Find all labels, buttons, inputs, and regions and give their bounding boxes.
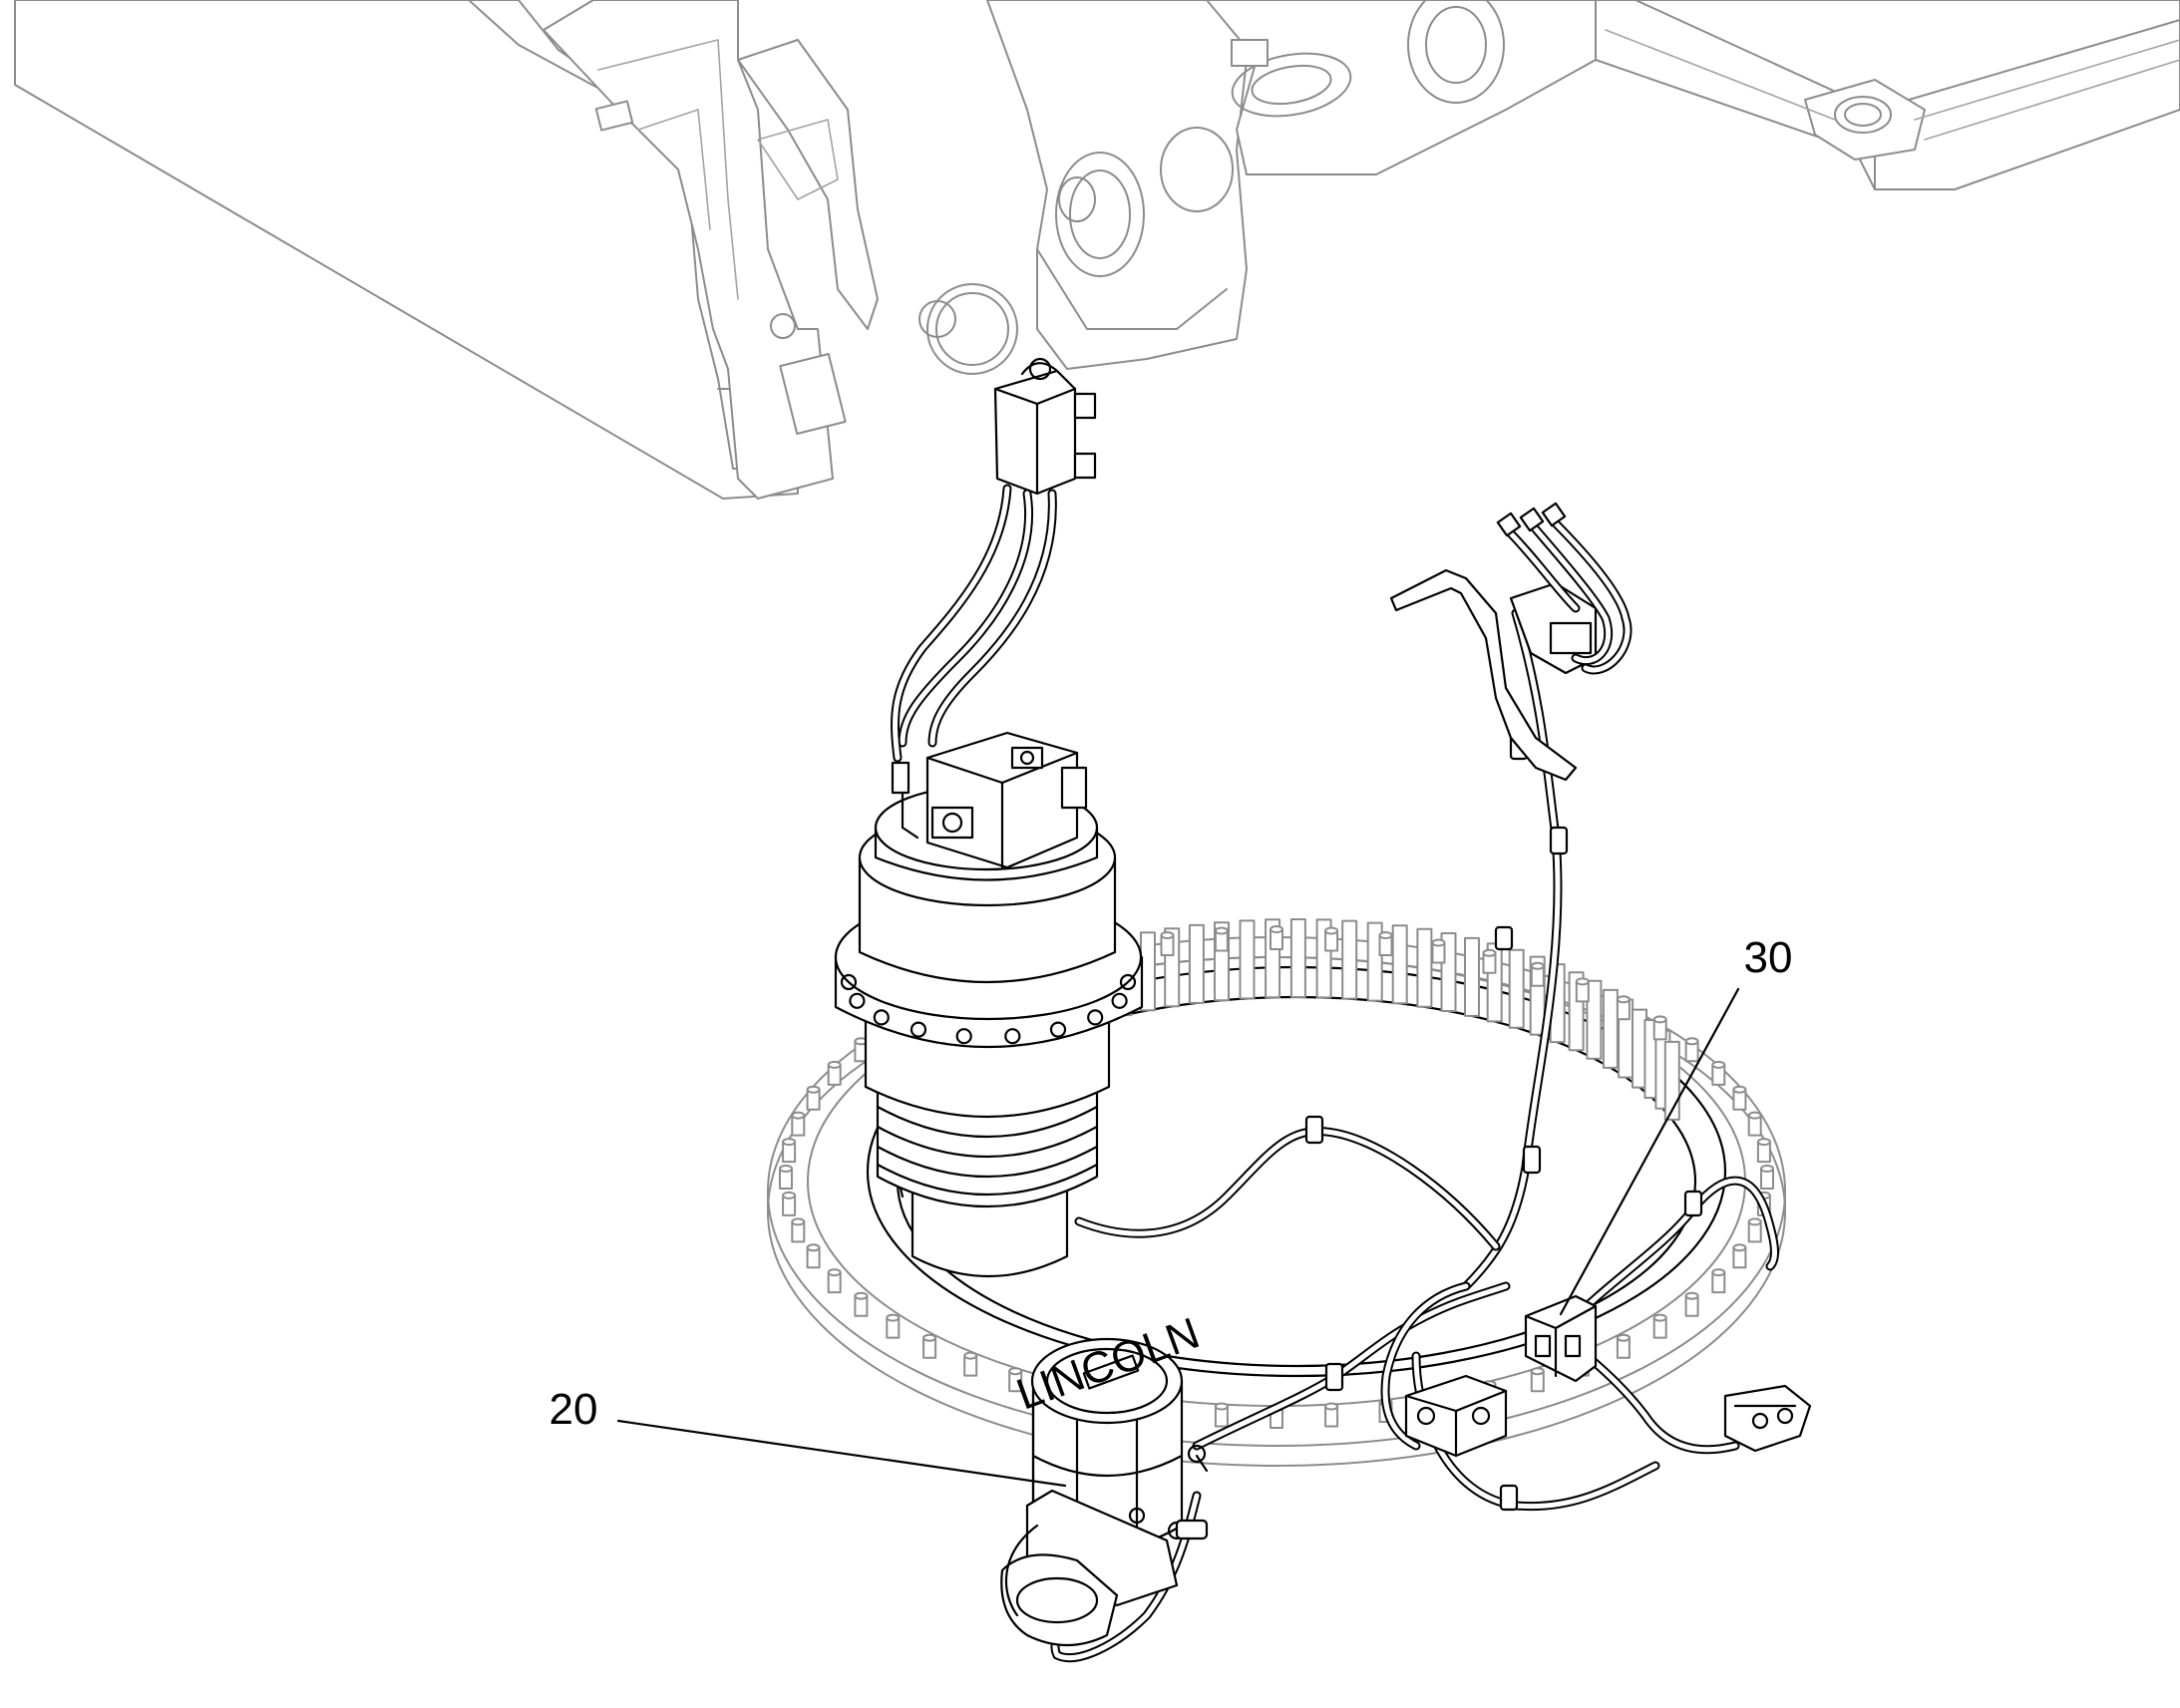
ring-bolt (1214, 926, 1229, 952)
flange-bolt (849, 992, 866, 1009)
hydraulic-hoses (891, 484, 1057, 763)
gear-tooth (1602, 988, 1619, 1069)
flange-bolt (873, 1009, 890, 1026)
ring-bolt (1732, 1243, 1747, 1269)
lubrication-bracket (1389, 502, 1633, 782)
flange-bolt (955, 1028, 972, 1045)
ring-bolt (782, 1191, 797, 1216)
grease-pump: LINCOLN (1000, 1308, 1209, 1647)
ring-bolt (1530, 961, 1545, 987)
flange-bolt (1049, 1021, 1067, 1038)
lubrication-lines (1050, 608, 1779, 1663)
ring-bolt (1214, 1402, 1229, 1428)
ring-bolt (1324, 1402, 1339, 1428)
flange-bolt (840, 973, 858, 991)
upper-carriage-frame (14, 0, 2180, 500)
flange-bolt (909, 1021, 927, 1038)
ring-bolt (1482, 948, 1497, 974)
flange-bolt (1087, 1009, 1104, 1026)
callout-20-leader (616, 1419, 1067, 1488)
ring-bolt (854, 1291, 869, 1317)
ring-bolt (1160, 931, 1175, 956)
gear-tooth (1188, 923, 1205, 1004)
valve-block (993, 357, 1097, 496)
callout-20: 20 (549, 1385, 1067, 1488)
gear-tooth (1239, 919, 1256, 1000)
ring-bolt (806, 1085, 821, 1111)
ring-bolt (1747, 1111, 1762, 1137)
ring-bolt (1711, 1268, 1726, 1294)
ring-bolt (1711, 1060, 1726, 1086)
gear-tooth (1341, 919, 1358, 1000)
ring-bolt (922, 1333, 937, 1359)
ring-bolt (1324, 926, 1339, 952)
gear-tooth (1391, 924, 1408, 1005)
gear-tooth (1508, 948, 1525, 1029)
gear-tooth (1464, 936, 1480, 1017)
ring-bolt (1760, 1165, 1774, 1190)
flange-bolt (1004, 1028, 1021, 1045)
gear-tooth (1289, 918, 1306, 998)
ring-bolt (1008, 1367, 1023, 1393)
gear-tooth (1663, 1040, 1680, 1121)
ring-bolt (1732, 1085, 1747, 1111)
callout-20-label: 20 (549, 1385, 598, 1434)
ring-bolt (1575, 977, 1590, 1003)
ring-bolt (1756, 1138, 1771, 1164)
ring-bolt (1270, 925, 1283, 950)
ring-bolt (1652, 1015, 1667, 1041)
ring-bolt (1652, 1313, 1667, 1339)
ring-bolt (963, 1351, 978, 1377)
ring-bolt (806, 1243, 821, 1269)
callout-30-leader (1559, 987, 1740, 1316)
ring-bolt (886, 1313, 901, 1339)
ring-bolt (1616, 1333, 1631, 1359)
callout-30: 30 (1559, 933, 1793, 1316)
ring-bolt (791, 1217, 806, 1243)
ring-bolt (782, 1138, 797, 1164)
ring-bolt (1431, 938, 1446, 964)
ring-bolt (827, 1268, 842, 1294)
ring-bolt (779, 1165, 793, 1190)
ring-bolt (827, 1060, 842, 1086)
flange-bolt (1111, 992, 1128, 1009)
gear-tooth (1416, 927, 1433, 1008)
ring-bolt (1378, 931, 1393, 956)
gear-tooth (1586, 979, 1603, 1060)
ring-bolt (1616, 995, 1631, 1021)
progressive-distributor (1404, 1294, 1812, 1458)
swing-gearbox (834, 731, 1144, 1277)
ring-bolt (1684, 1291, 1699, 1317)
callout-30-label: 30 (1744, 933, 1793, 982)
ring-bolt (1747, 1217, 1762, 1243)
ring-bolt (1684, 1037, 1699, 1063)
flange-bolt (1119, 973, 1137, 991)
gear-tooth (1366, 921, 1383, 1002)
ring-bolt (791, 1111, 806, 1137)
ring-bolt (1530, 1367, 1545, 1393)
